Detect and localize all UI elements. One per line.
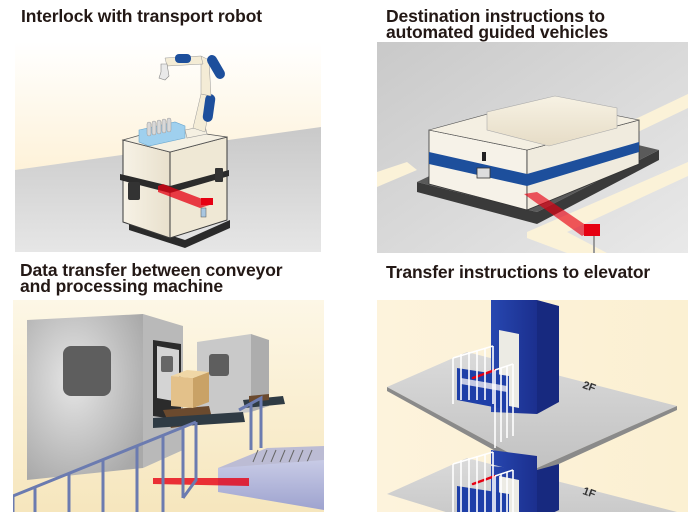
agv-base: [417, 150, 659, 224]
machine-conveyor-1: [153, 412, 245, 428]
agv-sensor-port: [482, 152, 486, 161]
floor-label-2f: 2F: [581, 379, 597, 395]
robot-arm-joint-blue-1: [202, 94, 216, 122]
sensor-beam: [153, 478, 249, 486]
machine-2-side: [251, 334, 269, 412]
sensor-beam: [158, 184, 213, 208]
elevator-shaft-side-lower: [537, 464, 559, 512]
robot-arm-joint-blue-2: [207, 55, 225, 79]
elevator-shaft-side-upper: [537, 300, 559, 414]
workpiece-box-side: [193, 372, 209, 408]
illustration-conveyor-processing: [13, 300, 324, 512]
caption-destination-agv: Destination instructions to automated gu…: [386, 6, 609, 42]
sensor-beam: [524, 192, 593, 236]
caption-conveyor-processing: Data transfer between conveyor and proce…: [20, 260, 283, 296]
caption-elevator-transfer: Transfer instructions to elevator: [386, 262, 651, 282]
elevator-car-lower: [457, 486, 509, 512]
robot-panel-right: [215, 168, 223, 182]
agv-cargo: [486, 95, 618, 147]
conveyor-side: [218, 460, 324, 510]
robot-arm-joint-blue-3: [175, 54, 191, 63]
conveyor-rollers: [252, 449, 313, 463]
machine-1-window: [63, 346, 111, 396]
safety-railing: [13, 395, 263, 512]
agv-label: [476, 167, 491, 179]
railing-lower: [452, 451, 514, 512]
elevator-shaft-between: [491, 450, 537, 472]
guide-track-lower: [527, 162, 688, 253]
machine-1-inner-window: [161, 356, 173, 372]
sensor-emitter: [201, 198, 213, 205]
agv-stripe-side: [527, 142, 639, 186]
illustration-elevator: 2F 1F: [377, 300, 688, 512]
robot-indicator: [200, 207, 207, 218]
wafers: [146, 117, 172, 137]
floor-label-1f: 1F: [581, 485, 597, 501]
caption-interlock-transport-robot: Interlock with transport robot: [21, 6, 263, 26]
sensor-receiver: [584, 224, 600, 236]
caption-line-1: Destination instructions to: [386, 6, 605, 26]
railing-upper: [452, 345, 514, 448]
workpiece-box-top: [171, 370, 209, 378]
robot-base-shadow: [129, 220, 230, 248]
illustration-agv: [377, 42, 688, 253]
illustration-transport-robot: [15, 42, 321, 252]
workpiece-box-front: [171, 376, 193, 408]
sensor-pole: [593, 236, 595, 253]
elevator-car-upper: [457, 368, 509, 410]
caption-line-2: automated guided vehicles: [386, 22, 609, 42]
caption-line-2: and processing machine: [20, 276, 223, 296]
guide-track-left: [377, 162, 417, 187]
machine-2-window: [209, 354, 229, 376]
robot-panel-left: [128, 182, 140, 200]
robot-gripper: [158, 63, 170, 81]
machine-1-front: [27, 314, 143, 480]
caption-line-1: Data transfer between conveyor: [20, 260, 283, 280]
